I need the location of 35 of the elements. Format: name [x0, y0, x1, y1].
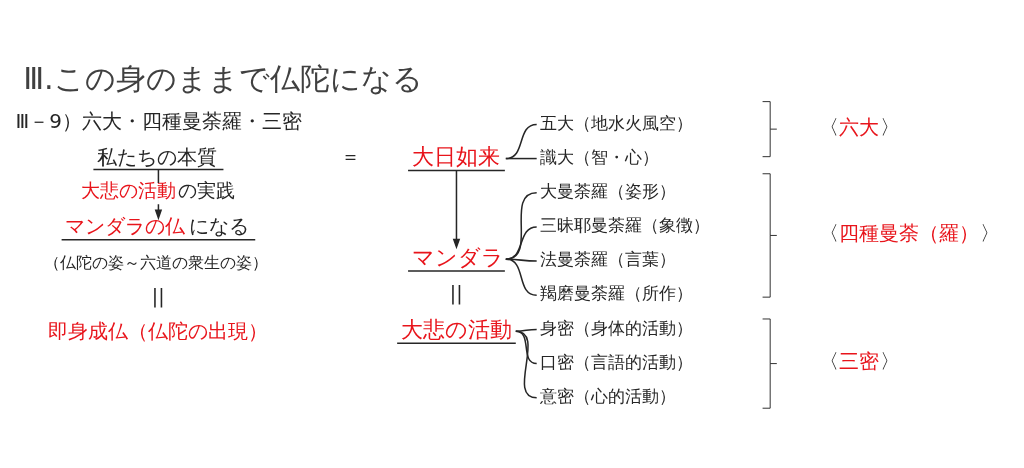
label: ＝ — [340, 144, 360, 167]
node-text: 大悲の活動 — [400, 316, 512, 342]
node-text: 〈六大〉 — [818, 115, 901, 139]
connector — [505, 257, 538, 262]
connector — [505, 157, 538, 159]
node-text: 身密（身体的活動） — [539, 317, 693, 338]
label: || — [449, 281, 463, 304]
arrow — [452, 169, 461, 249]
node-text: 羯磨曼荼羅（所作） — [539, 282, 693, 303]
diagram-title: Ⅲ.この身のままで仏陀になる — [23, 60, 423, 96]
node-label: （仏陀の姿～六道の衆生の姿） — [43, 252, 268, 272]
node-text: 私たちの本質 — [97, 145, 218, 169]
node-text: 五大（地水火風空） — [539, 112, 693, 133]
node-text: 大悲の活動の実践 — [81, 178, 235, 201]
label: || — [151, 284, 165, 307]
connector — [505, 123, 538, 159]
node-text: 〈三密〉 — [818, 349, 901, 373]
node-text: マンダラの仏になる — [65, 214, 249, 238]
connector — [505, 225, 538, 260]
connector — [515, 330, 538, 398]
node-text: 口密（言語的活動） — [539, 351, 693, 372]
node-text: 〈四種曼荼（羅）〉 — [818, 221, 1000, 245]
node-text: 意密（心的活動） — [539, 385, 676, 406]
connector — [515, 328, 538, 332]
connector — [505, 257, 538, 296]
node-text: 即身成仏（仏陀の出現） — [48, 319, 269, 343]
node-text: 大日如来 — [411, 143, 500, 169]
node-text: 三昧耶曼荼羅（象徴） — [539, 214, 710, 235]
connector — [515, 330, 538, 364]
label: Ⅲ－9）六大・四種曼荼羅・三密 — [15, 109, 302, 133]
node-text: マンダラ — [411, 244, 504, 270]
node-text: 識大（智・心） — [539, 146, 659, 167]
connector — [505, 191, 538, 260]
node-text: 法曼荼羅（言葉） — [539, 248, 676, 269]
node-text: 大曼荼羅（姿形） — [539, 180, 676, 201]
